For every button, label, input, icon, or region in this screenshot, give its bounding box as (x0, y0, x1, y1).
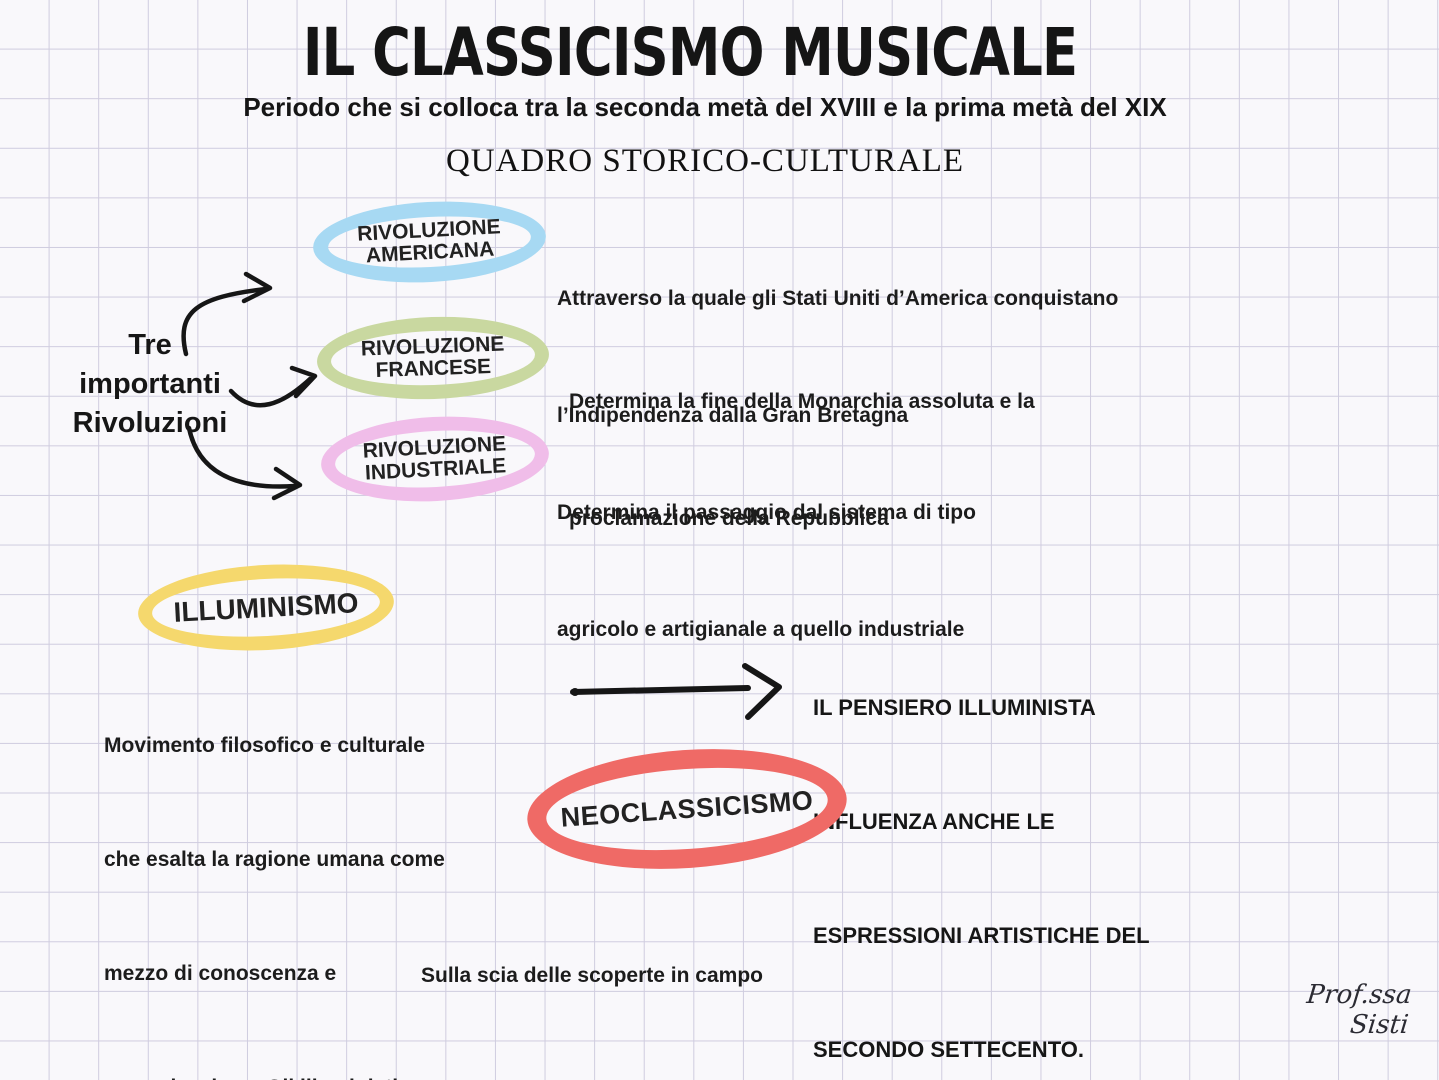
influence-note: IL PENSIERO ILLUMINISTA INFLUENZA ANCHE … (813, 695, 1150, 1062)
description-industriale: Determina il passaggio dal sistema di ti… (557, 501, 976, 641)
oval-label-neoclassicismo: NEOCLASSICISMO (559, 785, 815, 833)
page-subtitle: Periodo che si colloca tra la seconda me… (243, 92, 1167, 122)
revolutions-label-line1: Tre (128, 329, 172, 361)
signature: Prof.ssa Sisti (1305, 980, 1414, 1040)
revolutions-label-line3: Rivoluzioni (72, 407, 228, 439)
revolutions-label: Tre importanti Rivoluzioni (60, 326, 240, 443)
oval-label-francese: RIVOLUZIONE FRANCESE (360, 332, 505, 383)
curved-arrow-francese-icon (228, 365, 318, 408)
oval-label-industriale: RIVOLUZIONE INDUSTRIALE (362, 432, 507, 485)
revolutions-label-line2: importanti (79, 368, 221, 400)
section-heading: QUADRO STORICO-CULTURALE (445, 143, 965, 179)
oval-rivoluzione-francese: RIVOLUZIONE FRANCESE (315, 312, 551, 404)
title-block: IL CLASSICISMO MUSICALE (0, 14, 1380, 91)
neoclassicismo-paragraph: Sulla scia delle scoperte in campo arche… (421, 964, 888, 1080)
oval-label-illuminismo: ILLUMINISMO (172, 586, 360, 628)
oval-illuminismo: ILLUMINISMO (135, 558, 397, 657)
illuminismo-paragraph: Movimento filosofico e culturale che esa… (104, 734, 445, 1080)
description-americana: Attraverso la quale gli Stati Uniti d’Am… (557, 287, 1119, 427)
oval-rivoluzione-americana: RIVOLUZIONE AMERICANA (311, 195, 548, 289)
description-francese: Determina la fine della Monarchia assolu… (569, 390, 1035, 530)
oval-rivoluzione-industriale: RIVOLUZIONE INDUSTRIALE (318, 411, 552, 507)
oval-label-americana: RIVOLUZIONE AMERICANA (356, 215, 502, 268)
oval-neoclassicismo: NEOCLASSICISMO (523, 738, 851, 880)
page-title: IL CLASSICISMO MUSICALE (302, 14, 1078, 91)
